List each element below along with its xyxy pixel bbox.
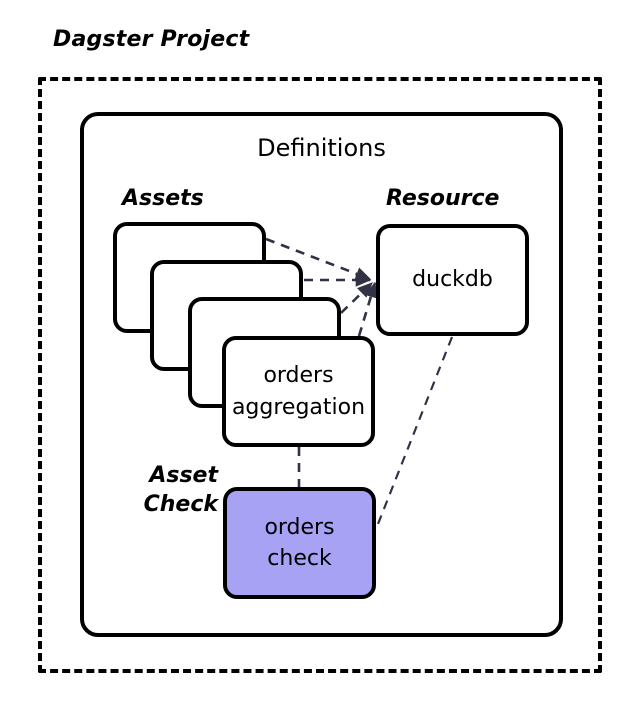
asset-check-label-line2: Check xyxy=(143,492,218,518)
resource-card-duckdb[interactable]: duckdb xyxy=(376,224,529,336)
asset-check-card-orders-check[interactable]: orders check xyxy=(223,487,376,599)
asset-check-group-label: Asset Check xyxy=(108,461,218,519)
asset-card-label-line2: aggregation xyxy=(231,394,366,420)
asset-check-card-label-line2: check xyxy=(267,546,332,571)
resource-card-label: duckdb xyxy=(412,267,493,293)
assets-group-label: Assets xyxy=(122,186,204,211)
asset-check-card-label-line1: orders xyxy=(264,514,335,540)
project-boundary xyxy=(38,77,602,673)
project-title: Dagster Project xyxy=(53,27,250,52)
asset-card-orders-aggregation[interactable]: orders aggregation xyxy=(222,336,375,447)
asset-check-label-line1: Asset xyxy=(149,463,218,488)
definitions-title: Definitions xyxy=(257,134,386,162)
asset-card-label-line1: orders xyxy=(263,363,334,389)
resource-group-label: Resource xyxy=(386,186,500,211)
